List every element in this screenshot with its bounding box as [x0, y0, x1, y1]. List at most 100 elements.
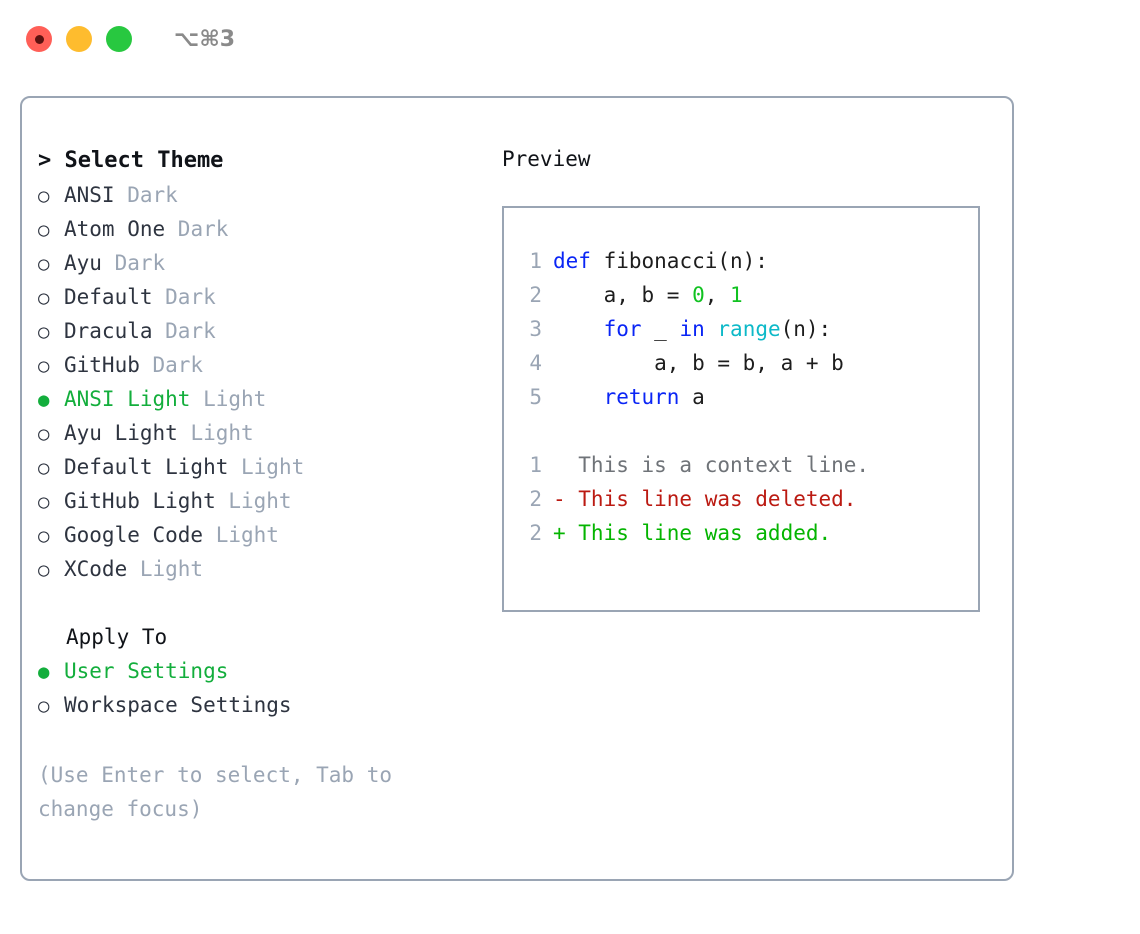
apply-to-label: User Settings	[64, 659, 229, 683]
code-token: a, b =	[553, 283, 693, 307]
theme-list-item[interactable]: ● ANSI Light Light	[38, 382, 498, 416]
theme-name-label: GitHub	[64, 353, 140, 377]
close-dot-icon	[34, 34, 44, 44]
theme-list[interactable]: ○ANSI Dark○Atom One Dark○Ayu Dark○Defaul…	[38, 178, 498, 586]
theme-name-label: Atom One	[64, 217, 166, 241]
theme-kind-label: Dark	[165, 217, 229, 241]
theme-list-item[interactable]: ○ GitHub Dark	[38, 348, 498, 382]
radio-unselected-icon: ○	[38, 457, 50, 479]
radio-selected-icon: ●	[38, 389, 50, 411]
theme-kind-label: Dark	[114, 183, 178, 207]
theme-kind-label: Dark	[101, 251, 166, 275]
theme-list-item[interactable]: ○Ayu Dark	[38, 246, 498, 280]
theme-list-item[interactable]: ○Default Dark	[38, 280, 498, 314]
code-line-number: 5	[529, 385, 542, 409]
minimize-button-icon[interactable]	[66, 26, 92, 52]
close-button-icon[interactable]	[26, 26, 52, 52]
keyboard-shortcut-label: ⌥⌘3	[174, 26, 236, 52]
theme-kind-label: Light	[215, 489, 292, 513]
apply-to-heading: Apply To	[66, 625, 168, 649]
theme-list-item[interactable]: ○Default Light Light	[38, 450, 498, 484]
code-token: ,	[704, 283, 731, 307]
theme-kind-label: Dark	[152, 319, 216, 343]
code-token: fibonacci(n):	[590, 249, 768, 273]
theme-kind-label: Light	[177, 421, 254, 445]
theme-list-item[interactable]: ○ Google Code Light	[38, 518, 498, 552]
maximize-button-icon[interactable]	[106, 26, 132, 52]
code-line: 4 a, b = b, a + b	[516, 346, 978, 380]
keyboard-hint-text: (Use Enter to select, Tab to change focu…	[38, 763, 405, 821]
code-line: 5 return a	[516, 380, 978, 414]
theme-list-item[interactable]: ○ ANSI Dark	[38, 178, 498, 212]
code-line-content: for _ in range(n):	[553, 312, 832, 346]
diff-sample: 1 This is a context line. 2 - This line wa…	[516, 448, 978, 550]
code-token: (n):	[780, 317, 832, 341]
theme-list-item[interactable]: ○ Dracula Dark	[38, 314, 498, 348]
theme-list-item[interactable]: ○Ayu Light Light	[38, 416, 498, 450]
theme-kind-label: Light	[203, 523, 279, 547]
theme-selector-panel: > Select Theme ○ANSI Dark○Atom One Dark○…	[38, 144, 498, 826]
theme-name-label: ANSI Light	[64, 387, 191, 411]
code-token	[553, 385, 604, 409]
radio-unselected-icon: ○	[38, 355, 50, 377]
theme-list-item[interactable]: ○ GitHub Light Light	[38, 484, 498, 518]
apply-to-option[interactable]: ○ Workspace Settings	[38, 688, 498, 722]
select-theme-prompt: > Select Theme	[38, 148, 224, 173]
diff-line-content: - This line was deleted.	[553, 487, 857, 511]
radio-unselected-icon: ○	[38, 321, 50, 343]
code-line-content: return a	[553, 380, 705, 414]
radio-unselected-icon: ○	[38, 491, 50, 513]
theme-name-label: Ayu	[64, 251, 102, 275]
apply-to-label: Workspace Settings	[64, 693, 292, 717]
diff-line-number: 2	[529, 487, 542, 511]
window-titlebar: ⌥⌘3	[0, 0, 1140, 78]
code-line: 2 a, b = 0, 1	[516, 278, 978, 312]
code-line-number: 2	[529, 283, 542, 307]
code-line-content: def fibonacci(n):	[553, 244, 768, 278]
theme-name-label: Google Code	[64, 523, 204, 547]
code-token: def	[553, 249, 591, 273]
window-controls	[26, 26, 132, 52]
theme-name-label: ANSI	[64, 183, 115, 207]
diff-line-content: This is a context line.	[553, 453, 870, 477]
theme-name-label: Dracula	[64, 319, 153, 343]
code-line-number: 3	[529, 317, 542, 341]
radio-unselected-icon: ○	[38, 525, 50, 547]
code-token: _	[641, 317, 680, 341]
apply-to-options[interactable]: ●User Settings ○ Workspace Settings	[38, 654, 498, 722]
theme-kind-label: Light	[190, 387, 267, 411]
main-card: > Select Theme ○ANSI Dark○Atom One Dark○…	[20, 96, 1014, 881]
diff-line: 2+ This line was added.	[516, 516, 978, 550]
radio-unselected-icon: ○	[38, 559, 50, 581]
theme-kind-label: Dark	[139, 353, 204, 377]
code-token: in	[679, 317, 705, 341]
code-line-content: a, b = b, a + b	[553, 346, 844, 380]
radio-unselected-icon: ○	[38, 185, 50, 207]
code-line-content: a, b = 0, 1	[553, 278, 743, 312]
radio-unselected-icon: ○	[38, 219, 50, 241]
radio-unselected-icon: ○	[38, 695, 50, 717]
code-token: for	[603, 317, 642, 341]
theme-list-item[interactable]: ○XCode Light	[38, 552, 498, 586]
code-token: range	[717, 317, 781, 341]
code-line: 3 for _ in range(n):	[516, 312, 978, 346]
radio-unselected-icon: ○	[38, 423, 50, 445]
theme-name-label: Default Light	[64, 455, 229, 479]
code-token	[553, 317, 604, 341]
theme-name-label: Default	[64, 285, 153, 309]
theme-name-label: XCode	[64, 557, 128, 581]
diff-line-number: 1	[529, 453, 542, 477]
theme-list-item[interactable]: ○ Atom One Dark	[38, 212, 498, 246]
code-token: a	[679, 385, 705, 409]
code-token	[705, 317, 718, 341]
preview-title: Preview	[502, 147, 591, 171]
apply-to-option[interactable]: ●User Settings	[38, 654, 498, 688]
diff-line-content: + This line was added.	[553, 521, 832, 545]
code-token: return	[603, 385, 680, 409]
theme-name-label: GitHub Light	[64, 489, 216, 513]
